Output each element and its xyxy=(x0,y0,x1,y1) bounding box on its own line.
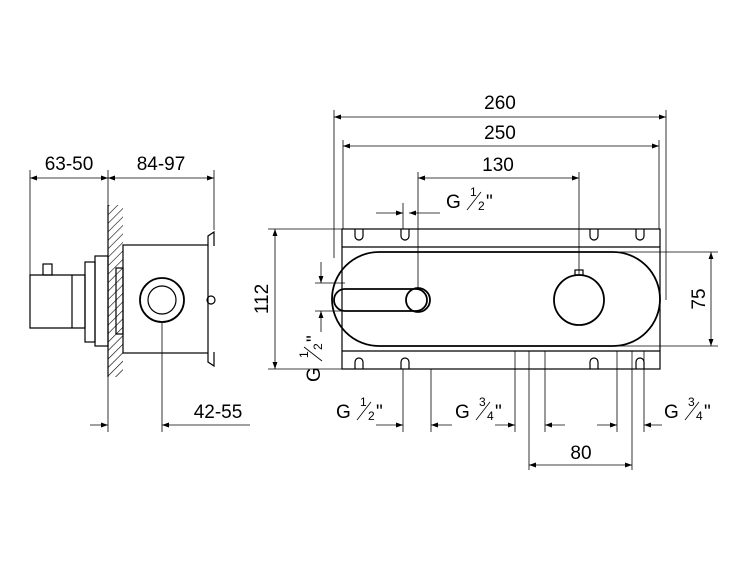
side-body xyxy=(122,244,209,354)
svg-text:G: G xyxy=(455,402,470,423)
svg-text:2: 2 xyxy=(311,343,325,350)
svg-text:3: 3 xyxy=(688,395,695,409)
dim-width-plate: 250 xyxy=(484,123,516,144)
svg-text:": " xyxy=(704,402,711,423)
svg-text:4: 4 xyxy=(696,409,703,423)
svg-text:": " xyxy=(486,192,493,213)
svg-text:1: 1 xyxy=(470,185,477,199)
thread-label-top: G 1 2 " xyxy=(446,185,493,213)
front-cover xyxy=(331,251,661,347)
svg-text:2: 2 xyxy=(368,409,375,423)
front-plate xyxy=(341,228,661,370)
svg-text:G: G xyxy=(304,367,325,382)
side-outlet-outer xyxy=(139,277,185,323)
front-slots-bottom xyxy=(354,357,645,369)
svg-text:3: 3 xyxy=(479,395,486,409)
dim-width-total: 260 xyxy=(484,93,516,114)
front-view: 260 250 130 G 1 2 " 112 G xyxy=(252,93,718,470)
dim-side-top-left: 63-50 xyxy=(45,154,94,175)
dim-height-plate: 75 xyxy=(689,288,710,309)
svg-text:": " xyxy=(304,335,325,342)
svg-text:": " xyxy=(376,402,383,423)
side-outlet-inner xyxy=(147,285,177,315)
dim-side-bottom: 42-55 xyxy=(194,402,243,423)
svg-text:1: 1 xyxy=(297,351,311,358)
svg-text:": " xyxy=(495,402,502,423)
front-slots-top xyxy=(354,229,645,241)
thread-label-bottom-middle: G 3 4 " xyxy=(455,395,502,423)
svg-text:2: 2 xyxy=(478,199,485,213)
thread-label-bottom-right: G 3 4 " xyxy=(664,395,711,423)
thread-label-vertical: G 1 2 " xyxy=(297,335,325,382)
dim-spacing-bottom: 80 xyxy=(570,443,591,464)
side-bracket xyxy=(207,230,215,368)
svg-text:G: G xyxy=(446,192,461,213)
thread-label-bottom-left: G 1 2 " xyxy=(336,395,383,423)
svg-text:4: 4 xyxy=(487,409,494,423)
front-lever xyxy=(333,288,428,312)
side-plate xyxy=(84,261,96,343)
side-view: 63-50 84-97 42-55 xyxy=(29,154,250,432)
side-handle xyxy=(29,274,86,329)
svg-text:G: G xyxy=(336,402,351,423)
svg-text:G: G xyxy=(664,402,679,423)
dim-side-top-right: 84-97 xyxy=(137,154,186,175)
dim-width-centers: 130 xyxy=(482,155,514,176)
front-knob xyxy=(553,274,605,326)
svg-text:1: 1 xyxy=(360,395,367,409)
dim-height-total: 112 xyxy=(252,284,273,314)
